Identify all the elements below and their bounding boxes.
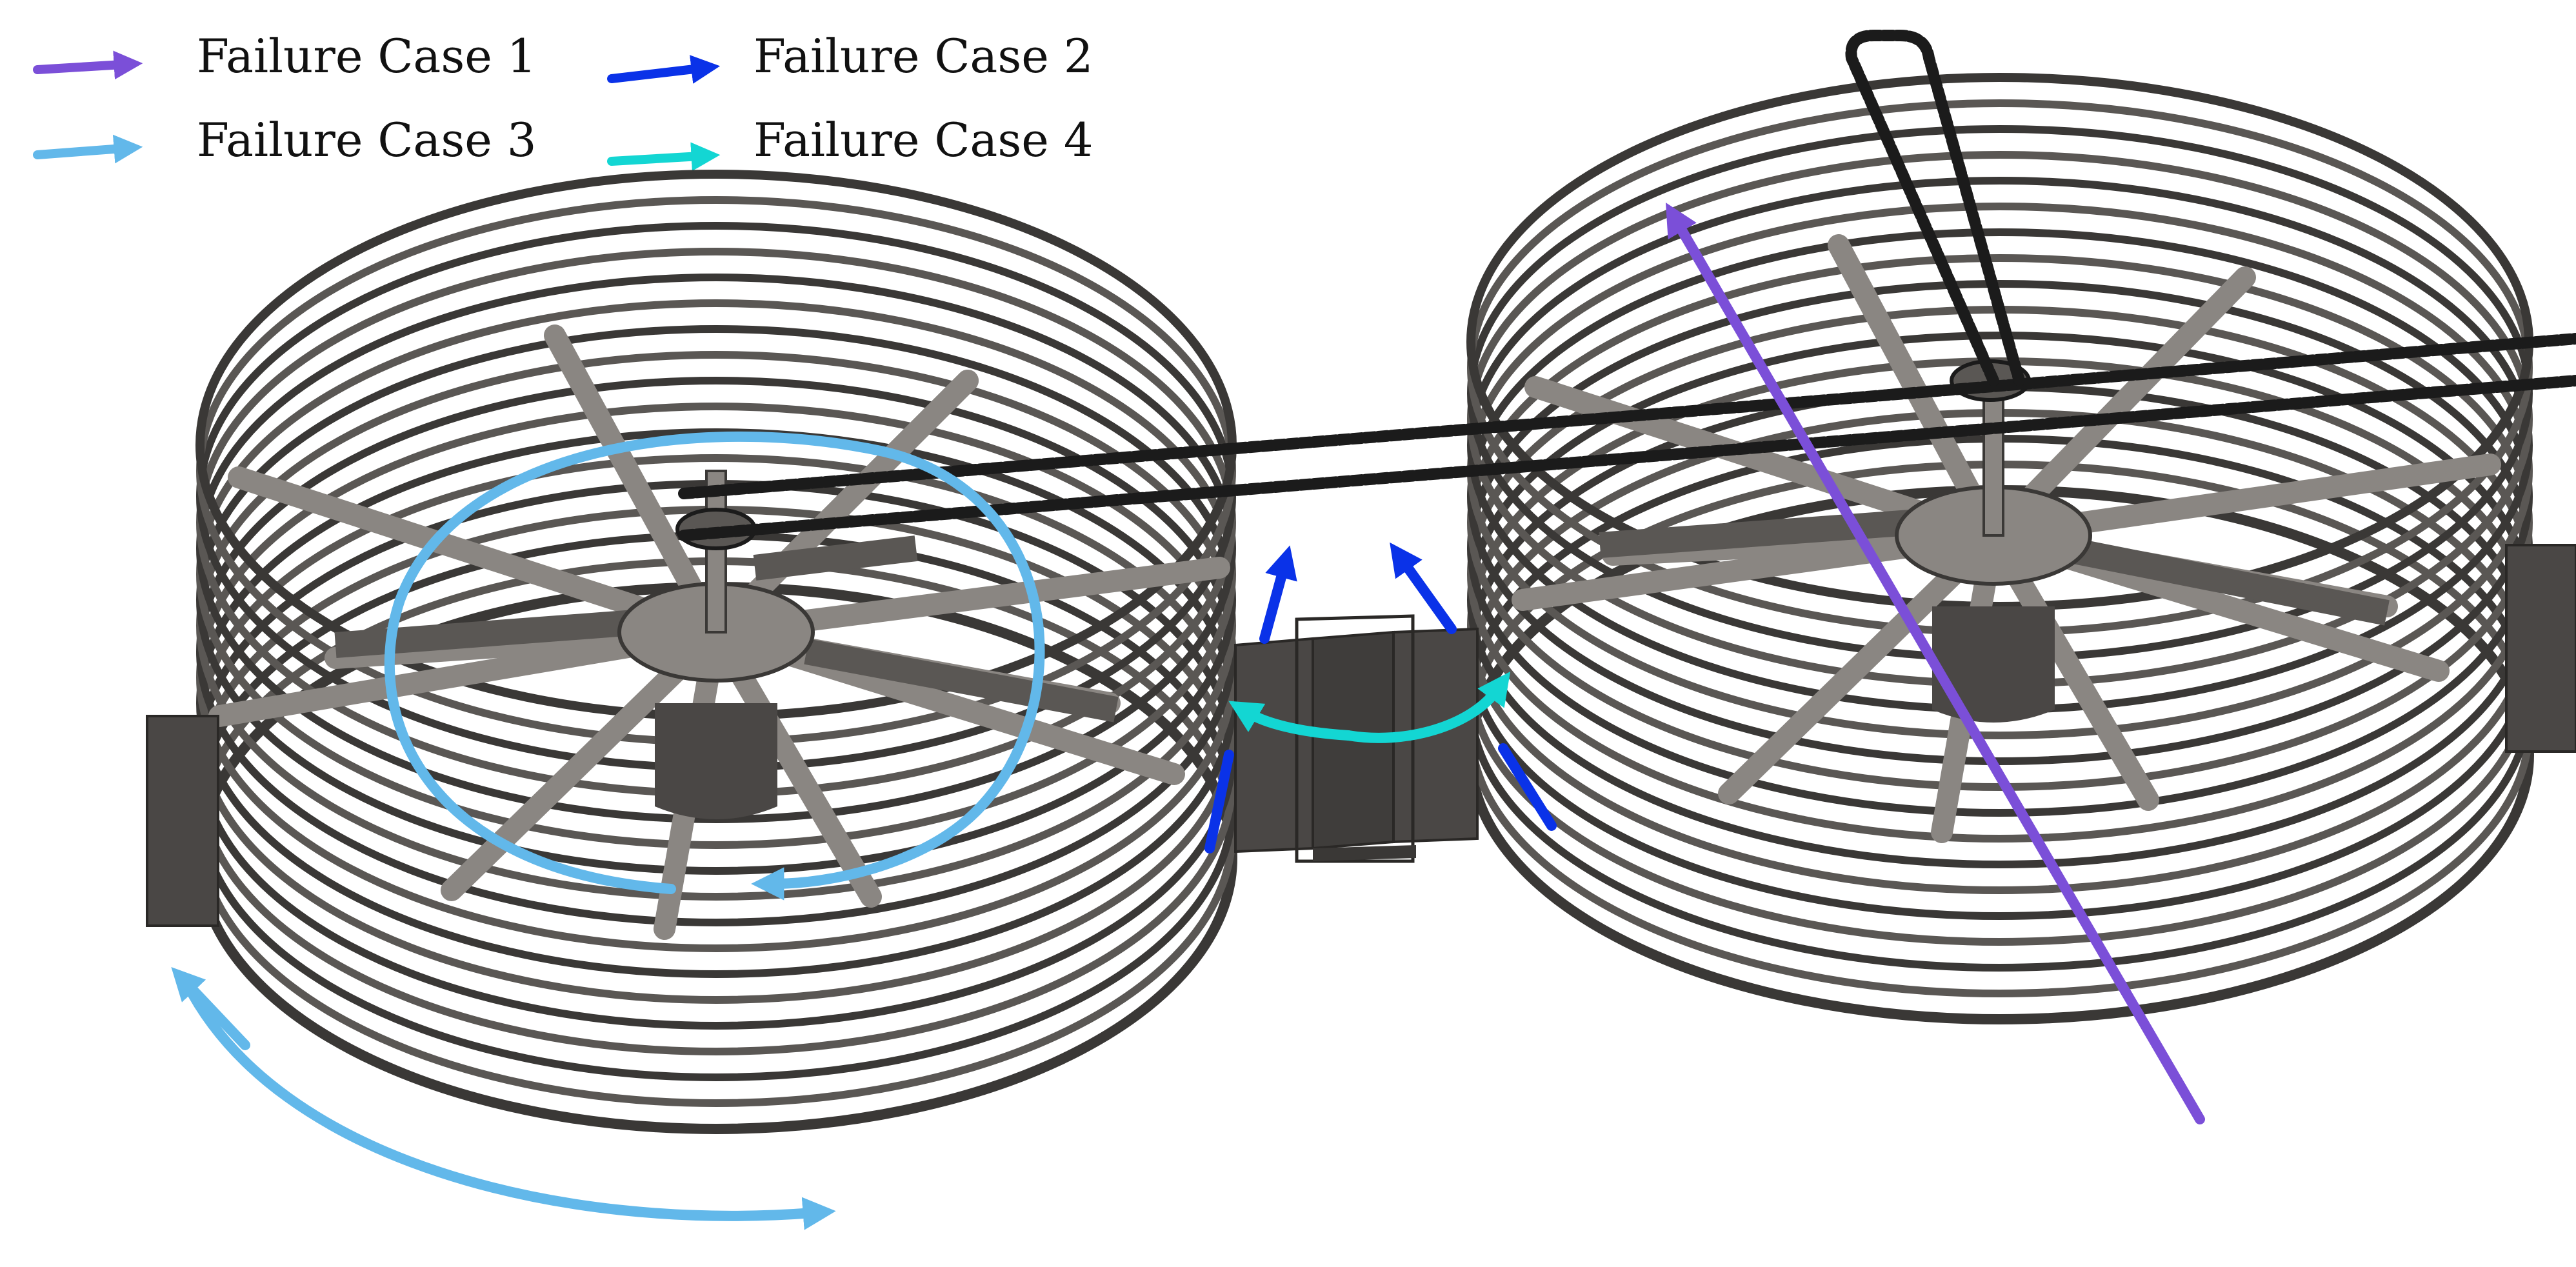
legend-item-1: Failure Case 1	[33, 29, 537, 83]
right-wheel-hub-cylinder	[1932, 606, 2055, 723]
center-coupling-plates	[1234, 614, 1479, 863]
legend-item-4: Failure Case 4	[607, 113, 1093, 172]
failure-case-3-annotations	[171, 431, 1045, 1230]
failure-case-4-arc-arrow	[1343, 672, 1511, 743]
chain-upper	[678, 333, 2576, 499]
left-wheel-shaft	[705, 470, 727, 634]
right-wheel-shaft	[1982, 386, 2004, 537]
chain-vertical-loop	[1845, 30, 2025, 386]
left-wheel-side-plate	[146, 715, 219, 927]
legend-item-3: Failure Case 3	[33, 113, 537, 167]
right-wheel-side-plate	[2505, 544, 2576, 753]
failure-case-1-axis-arrow	[1665, 203, 2205, 1124]
failure-case-2-annotations	[1204, 542, 1557, 853]
legend: Failure Case 1 Failure Case 2 Failure Ca…	[33, 29, 1093, 172]
legend-label-failure-case-2: Failure Case 2	[754, 29, 1093, 83]
legend-label-failure-case-1: Failure Case 1	[197, 29, 537, 83]
failure-case-4-annotations	[1228, 672, 1511, 743]
legend-label-failure-case-3: Failure Case 3	[197, 113, 537, 167]
legend-arrow-failure-case-4	[607, 142, 721, 172]
failure-case-4-arc-arrow-left	[1228, 701, 1353, 741]
failure-case-3-swing-arrow-start	[171, 966, 250, 1050]
legend-arrow-failure-case-1	[33, 50, 143, 80]
legend-arrow-failure-case-3	[33, 134, 143, 164]
failure-case-2-edge-left	[1204, 750, 1234, 853]
legend-label-failure-case-4: Failure Case 4	[754, 113, 1093, 167]
failure-case-3-circle-arrow	[384, 431, 1045, 901]
drive-chains	[678, 30, 2576, 541]
failure-case-2-arrow-left	[1259, 545, 1297, 644]
failure-case-2-arrow-right	[1390, 542, 1457, 634]
right-wheel-bars	[1599, 506, 2390, 626]
legend-arrow-failure-case-2	[607, 55, 721, 84]
left-wheel-hub-cylinder	[655, 703, 777, 819]
legend-item-2: Failure Case 2	[607, 29, 1093, 84]
right-coil-wheel	[1466, 73, 2576, 1024]
failure-case-3-swing-arrow	[182, 979, 836, 1230]
left-coil-wheel	[146, 170, 1237, 1134]
chain-lower	[678, 375, 2576, 541]
failure-case-1-annotations	[1665, 203, 2205, 1124]
failure-case-2-edge-right	[1498, 743, 1557, 831]
